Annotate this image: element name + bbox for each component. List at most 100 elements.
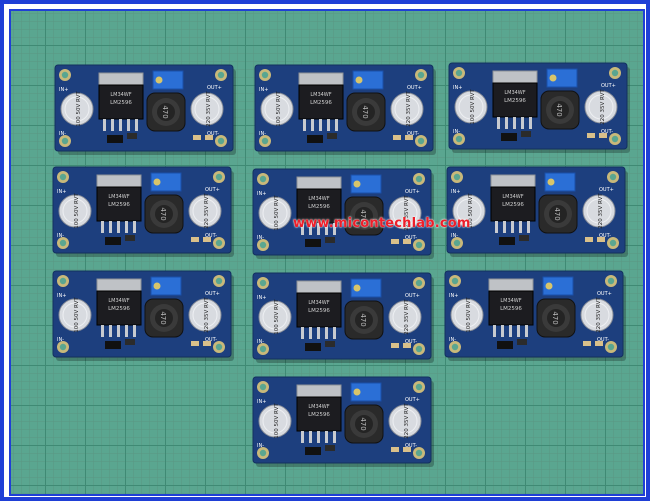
- diode: [105, 341, 121, 349]
- capacitor: [454, 90, 488, 124]
- chip-pin: [125, 221, 128, 233]
- pin-label: OUT-: [405, 443, 417, 449]
- chip-label: LM2596: [108, 306, 130, 312]
- chip-pin: [301, 327, 304, 339]
- smd-part: [393, 135, 401, 140]
- capacitor-label: 100 50V RVT: [276, 91, 282, 127]
- inductor-label: 470: [161, 105, 169, 118]
- trimmer-pot: [350, 278, 382, 298]
- smd-part: [597, 237, 605, 242]
- regulator-chip: [96, 186, 142, 222]
- chip-pin: [493, 325, 496, 337]
- capacitor-label: 220 35V RVT: [596, 297, 602, 333]
- smd-part: [595, 341, 603, 346]
- chip-label: LM2596: [504, 98, 526, 104]
- pin-label: OUT+: [205, 291, 220, 297]
- trimmer-screw: [353, 180, 361, 188]
- chip-pin: [333, 327, 336, 339]
- chip-pin: [311, 119, 314, 131]
- pin-label: IN+: [257, 295, 266, 301]
- chip-pin: [325, 431, 328, 443]
- capacitor-label: 220 35V RVT: [404, 195, 410, 231]
- pin-label: OUT-: [207, 131, 219, 137]
- pin-label: OUT-: [405, 235, 417, 241]
- inductor-label: 470: [359, 417, 367, 430]
- inductor-label: 470: [555, 103, 563, 116]
- chip-pin: [335, 119, 338, 131]
- regulator-chip: [492, 82, 538, 118]
- capacitor-label: 100 50V RVT: [274, 403, 280, 439]
- trimmer-pot: [544, 172, 576, 192]
- chip-label: LM34WF: [310, 92, 331, 98]
- chip-pin: [527, 221, 530, 233]
- pin-label: OUT+: [597, 291, 612, 297]
- capacitor: [388, 404, 422, 438]
- trimmer-screw: [153, 178, 161, 186]
- chip-pin: [319, 119, 322, 131]
- chip-label: LM34WF: [502, 194, 523, 200]
- diode: [105, 237, 121, 245]
- cutting-mat: IN+ IN- OUT+ OUT- 100 50V RVT LM34WF LM2596 470…: [9, 9, 645, 496]
- chip-pin: [309, 223, 312, 235]
- pin-label: IN-: [257, 443, 264, 449]
- capacitor: [188, 298, 222, 332]
- capacitor-label: 100 50V RVT: [274, 195, 280, 231]
- pin-label: IN+: [57, 189, 66, 195]
- trimmer-screw: [545, 282, 553, 290]
- diode: [497, 341, 513, 349]
- chip-pin: [125, 325, 128, 337]
- smd-part: [191, 237, 199, 242]
- pin-label: OUT-: [205, 233, 217, 239]
- smd-part: [205, 135, 213, 140]
- chip-label: LM2596: [308, 308, 330, 314]
- pin-label: OUT-: [601, 129, 613, 135]
- smd-part: [203, 341, 211, 346]
- boards-canvas: IN+ IN- OUT+ OUT- 100 50V RVT LM34WF LM2596 470…: [52, 62, 630, 467]
- chip-pin: [101, 325, 104, 337]
- chip-pin: [135, 119, 138, 131]
- pin-label: IN-: [57, 233, 64, 239]
- capacitor-label: 100 50V RVT: [470, 89, 476, 125]
- chip-label: LM34WF: [308, 300, 329, 306]
- pin-label: OUT+: [405, 293, 420, 299]
- pin-label: IN-: [257, 235, 264, 241]
- capacitor-label: 220 35V RVT: [204, 297, 210, 333]
- pin-label: IN+: [59, 87, 68, 93]
- capacitor: [584, 90, 618, 124]
- capacitor: [388, 196, 422, 230]
- capacitor-label: 100 50V RVT: [466, 297, 472, 333]
- chip-pin: [525, 325, 528, 337]
- chip-pin: [501, 325, 504, 337]
- diode: [501, 133, 517, 141]
- capacitor-label: 100 50V RVT: [274, 299, 280, 335]
- capacitor: [258, 196, 292, 230]
- trimmer-pot: [152, 70, 184, 90]
- pin-label: OUT+: [207, 85, 222, 91]
- chip-pin: [519, 221, 522, 233]
- pin-label: IN-: [257, 339, 264, 345]
- chip-pin: [509, 325, 512, 337]
- diode: [305, 447, 321, 455]
- watermark-text: www.micontechlab.com: [293, 216, 471, 231]
- chip-pin: [333, 223, 336, 235]
- chip-pin: [325, 327, 328, 339]
- capacitor: [190, 92, 224, 126]
- chip-pin: [301, 431, 304, 443]
- regulator-chip: [296, 188, 342, 224]
- chip-pin: [497, 117, 500, 129]
- smd-part: [391, 239, 399, 244]
- smd-part: [599, 133, 607, 138]
- chip-pin: [325, 223, 328, 235]
- capacitor-label: 220 35V RVT: [406, 91, 412, 127]
- pin-label: OUT-: [407, 131, 419, 137]
- trimmer-pot: [150, 276, 182, 296]
- trimmer-screw: [549, 74, 557, 82]
- capacitor: [58, 194, 92, 228]
- pin-label: OUT+: [407, 85, 422, 91]
- chip-pin: [317, 431, 320, 443]
- capacitor-label: 100 50V RVT: [74, 297, 80, 333]
